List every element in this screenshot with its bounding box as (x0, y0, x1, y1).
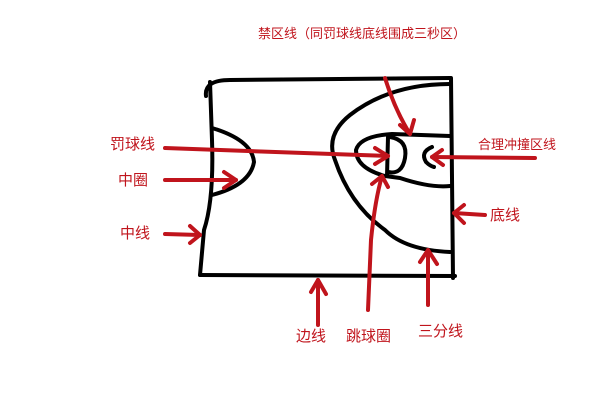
label-three-point-line: 三分线 (418, 322, 464, 340)
label-baseline: 底线 (490, 206, 521, 224)
label-center-circle: 中圈 (118, 171, 149, 189)
arrow-three-point-line (418, 248, 439, 307)
label-restricted-area-line: 合理冲撞区线 (478, 138, 557, 153)
arrow-key-line (383, 76, 416, 136)
jump-circle (386, 135, 408, 175)
key-line (354, 132, 452, 189)
arrow-free-throw-line (163, 146, 390, 166)
sideline (198, 273, 457, 278)
label-key-line: 禁区线（同罚球线底线围成三秒区） (258, 27, 467, 42)
restricted-area-line (422, 145, 436, 169)
arrow-center-line (163, 224, 202, 245)
baseline (449, 76, 455, 280)
center-circle (210, 126, 256, 197)
arrow-jump-circle (366, 174, 390, 312)
arrow-baseline (452, 203, 487, 225)
top-line (203, 76, 452, 98)
label-free-throw-line: 罚球线 (110, 135, 156, 153)
label-jump-circle: 跳球圈 (346, 327, 392, 345)
arrow-sideline (309, 278, 328, 327)
arrow-center-circle (163, 170, 238, 190)
three-point-line (330, 82, 452, 254)
label-sideline: 边线 (296, 327, 327, 345)
center-line (198, 80, 215, 277)
arrow-restricted-area-line (430, 148, 537, 167)
label-center-line: 中线 (120, 224, 151, 242)
